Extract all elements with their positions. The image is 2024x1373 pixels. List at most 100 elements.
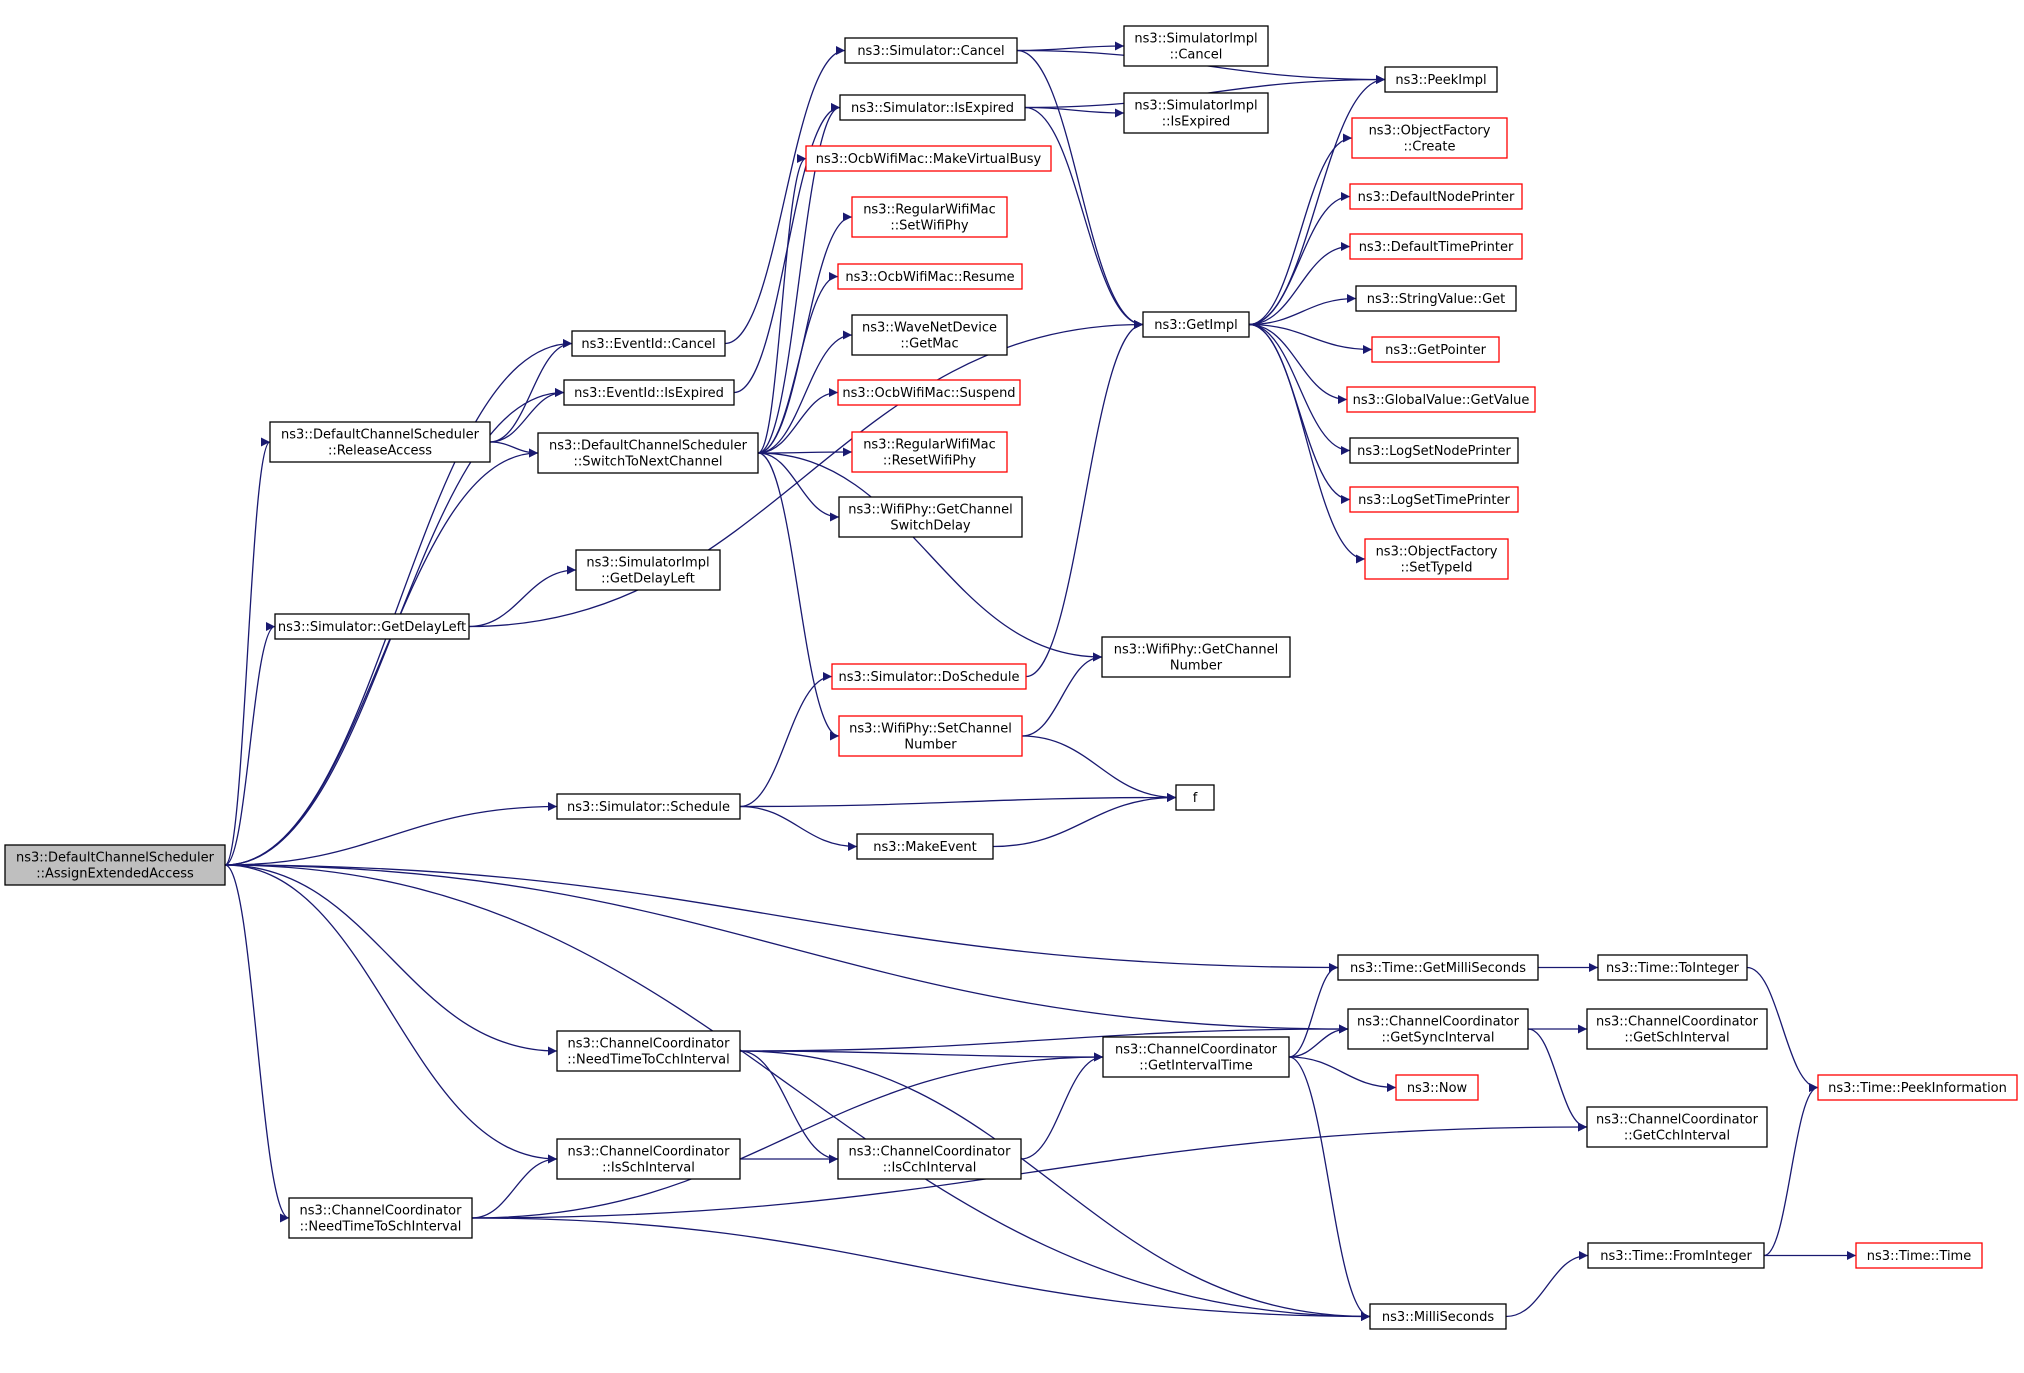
node-eventid-isexpired[interactable]: ns3::EventId::IsExpired [563,379,735,406]
node-getimpl[interactable]: ns3::GetImpl [1142,311,1250,338]
edge-makeevent-to-f [992,793,1177,848]
node-time-tointeger[interactable]: ns3::Time::ToInteger [1597,954,1748,981]
node-label: ns3::Time::ToInteger [1606,961,1740,976]
node-cc-getsyncinterval[interactable]: ns3::ChannelCoordinator::GetSyncInterval [1347,1008,1529,1050]
edge-milliseconds-to-time-frominteger [1505,1251,1589,1318]
node-peekimpl[interactable]: ns3::PeekImpl [1384,66,1498,93]
edge-sim-cancel-to-simimpl-cancel [1016,41,1125,52]
node-label: ns3::ChannelCoordinator [1596,1113,1759,1128]
node-label: ns3::ObjectFactory [1376,545,1498,560]
node-label: ::SetTypeId [1400,561,1472,576]
node-ocb-makevirtualbusy[interactable]: ns3::OcbWifiMac::MakeVirtualBusy [805,145,1052,172]
node-label: ::IsExpired [1162,115,1230,130]
node-label: ns3::MilliSeconds [1382,1310,1495,1325]
node-f[interactable]: f [1175,784,1215,811]
node-label: ns3::Time::FromInteger [1600,1249,1752,1264]
node-logsetnodeprinter[interactable]: ns3::LogSetNodePrinter [1349,437,1519,464]
node-stringvalue-get[interactable]: ns3::StringValue::Get [1355,285,1517,312]
node-now[interactable]: ns3::Now [1395,1074,1479,1101]
node-globalvalue-getvalue[interactable]: ns3::GlobalValue::GetValue [1346,386,1536,413]
node-box [1586,1008,1768,1050]
node-root[interactable]: ns3::DefaultChannelScheduler::AssignExte… [4,844,226,886]
node-switch-next[interactable]: ns3::DefaultChannelScheduler::SwitchToNe… [537,432,759,474]
node-cc-getintervaltime[interactable]: ns3::ChannelCoordinator::GetIntervalTime [1102,1036,1290,1078]
edge-getimpl-to-default-time-printer [1248,242,1351,326]
edge-wifiphy-setchannelnumber-to-f [1021,735,1177,802]
node-ocb-suspend[interactable]: ns3::OcbWifiMac::Suspend [837,379,1021,406]
node-label: ns3::Simulator::DoSchedule [838,670,1019,685]
node-objfactory-create[interactable]: ns3::ObjectFactory::Create [1351,117,1508,159]
node-time-frominteger[interactable]: ns3::Time::FromInteger [1587,1242,1765,1269]
node-box [831,663,1027,690]
node-label: ::AssignExtendedAccess [36,867,194,882]
node-logsettimeprinter[interactable]: ns3::LogSetTimePrinter [1349,486,1519,513]
node-makeevent[interactable]: ns3::MakeEvent [856,833,994,860]
node-box [1346,386,1536,413]
node-cc-getcchinterval[interactable]: ns3::ChannelCoordinator::GetCchInterval [1586,1106,1768,1148]
node-box [1587,1242,1765,1269]
node-label: ns3::SimulatorImpl [586,556,709,571]
node-label: ns3::StringValue::Get [1367,292,1505,307]
node-time-peekinformation[interactable]: ns3::Time::PeekInformation [1817,1074,2018,1101]
edge-time-frominteger-to-time-peekinformation [1763,1083,1819,1257]
node-label: ::ResetWifiPhy [883,454,977,469]
node-simimpl-cancel[interactable]: ns3::SimulatorImpl::Cancel [1123,25,1269,67]
node-box [1349,486,1519,513]
node-ocb-resume[interactable]: ns3::OcbWifiMac::Resume [837,263,1023,290]
node-box [1384,66,1498,93]
node-box [575,549,721,591]
node-milliseconds[interactable]: ns3::MilliSeconds [1369,1303,1507,1330]
node-default-time-printer[interactable]: ns3::DefaultTimePrinter [1349,233,1523,260]
node-cc-isschinterval[interactable]: ns3::ChannelCoordinator::IsSchInterval [556,1138,741,1180]
node-sim-cancel[interactable]: ns3::Simulator::Cancel [844,37,1018,64]
node-label: ns3::GetPointer [1385,343,1486,358]
edge-root-to-cc-isschinterval [224,864,558,1164]
node-regular-resetwifiphy[interactable]: ns3::RegularWifiMac::ResetWifiPhy [851,431,1008,473]
node-label: ns3::ChannelCoordinator [1357,1015,1520,1030]
edge-sim-schedule-to-sim-doschedule [739,672,833,808]
node-box [556,1030,741,1072]
node-box [1349,233,1523,260]
node-simimpl-isexpired[interactable]: ns3::SimulatorImpl::IsExpired [1123,92,1269,134]
edge-cc-needtimetosch-to-milliseconds [471,1217,1371,1321]
node-label: SwitchDelay [890,519,971,534]
node-time-getmilliseconds[interactable]: ns3::Time::GetMilliSeconds [1337,954,1539,981]
node-cc-needtimetocch[interactable]: ns3::ChannelCoordinator::NeedTimeToCchIn… [556,1030,741,1072]
edge-getimpl-to-getpointer [1248,323,1373,354]
edge-root-to-cc-needtimetosch [224,864,290,1223]
node-label: ns3::Time::PeekInformation [1828,1081,2007,1096]
node-sim-isexpired[interactable]: ns3::Simulator::IsExpired [839,94,1026,121]
node-getdelayleft[interactable]: ns3::Simulator::GetDelayLeft [274,613,470,640]
node-regular-setwifiphy[interactable]: ns3::RegularWifiMac::SetWifiPhy [851,196,1008,238]
node-label: ::Cancel [1170,48,1223,63]
node-label: ns3::Time::GetMilliSeconds [1350,961,1526,976]
node-time-time[interactable]: ns3::Time::Time [1855,1242,1983,1269]
edge-cc-getintervaltime-to-now [1288,1056,1397,1092]
node-cc-needtimetosch[interactable]: ns3::ChannelCoordinator::NeedTimeToSchIn… [288,1197,473,1239]
node-box [274,613,470,640]
node-default-node-printer[interactable]: ns3::DefaultNodePrinter [1349,183,1523,210]
edge-release-access-to-switch-next [489,441,539,458]
node-getpointer[interactable]: ns3::GetPointer [1371,336,1500,363]
node-box [556,793,741,820]
node-cc-iscchinterval[interactable]: ns3::ChannelCoordinator::IsCchInterval [837,1138,1022,1180]
node-release-access[interactable]: ns3::DefaultChannelScheduler::ReleaseAcc… [269,421,491,463]
node-label: ::ReleaseAccess [328,444,432,459]
edge-release-access-to-eventid-isexpired [489,388,565,443]
edge-getimpl-to-objfactory-settypeid [1248,323,1366,564]
node-label: ns3::ObjectFactory [1369,124,1491,139]
edge-root-to-cc-needtimetocch [224,864,558,1056]
node-wave-getmac[interactable]: ns3::WaveNetDevice::GetMac [851,314,1008,356]
node-simimpl-getdelayleft[interactable]: ns3::SimulatorImpl::GetDelayLeft [575,549,721,591]
node-box [844,37,1018,64]
node-sim-doschedule[interactable]: ns3::Simulator::DoSchedule [831,663,1027,690]
node-eventid-cancel[interactable]: ns3::EventId::Cancel [571,330,726,357]
node-objfactory-settypeid[interactable]: ns3::ObjectFactory::SetTypeId [1364,538,1509,580]
node-label: ns3::Simulator::Schedule [567,800,730,815]
edge-sim-cancel-to-getimpl [1016,49,1144,329]
node-sim-schedule[interactable]: ns3::Simulator::Schedule [556,793,741,820]
node-cc-getschinterval[interactable]: ns3::ChannelCoordinator::GetSchInterval [1586,1008,1768,1050]
